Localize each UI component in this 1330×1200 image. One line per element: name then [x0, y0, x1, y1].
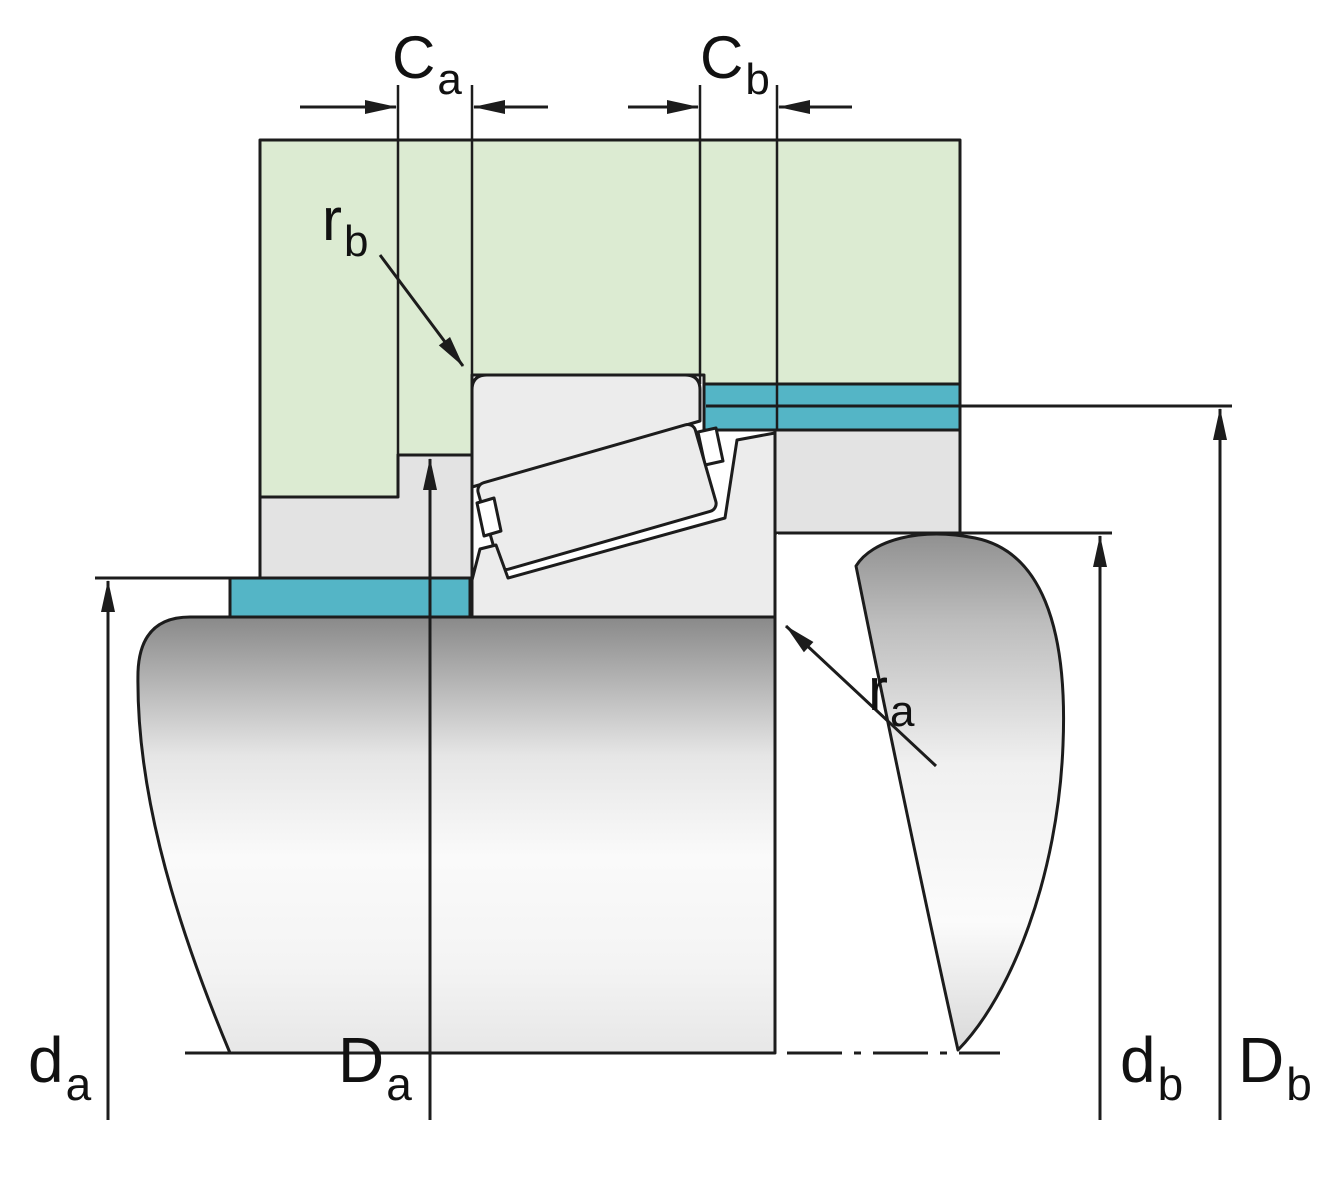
bearing-group [470, 373, 777, 619]
label-Ca: Ca [392, 24, 462, 104]
dimension-labels: Ca Cb rb ra da Da db Db [28, 24, 1312, 1110]
label-ra: ra [868, 656, 915, 736]
label-rb: rb [322, 186, 368, 266]
dimension-lines [95, 85, 1232, 1120]
label-da: da [28, 1024, 92, 1110]
shaft-group [136, 532, 1066, 1055]
label-Cb: Cb [700, 24, 770, 104]
shaft-shoulder-fillet-surface [854, 532, 1066, 1052]
label-db: db [1120, 1024, 1183, 1110]
housing-side-spacer [773, 428, 962, 535]
bearing-inner-ring [470, 431, 777, 619]
leader-arrow-ra [784, 624, 938, 768]
label-Da: Da [338, 1024, 412, 1110]
label-Db: Db [1238, 1024, 1312, 1110]
bearing-outer-ring [470, 373, 702, 489]
shaft-section [136, 615, 777, 1055]
leader-arrow-rb [378, 254, 465, 367]
bearing-cage-front [475, 496, 503, 538]
shaft-abutment-ring [228, 576, 472, 619]
